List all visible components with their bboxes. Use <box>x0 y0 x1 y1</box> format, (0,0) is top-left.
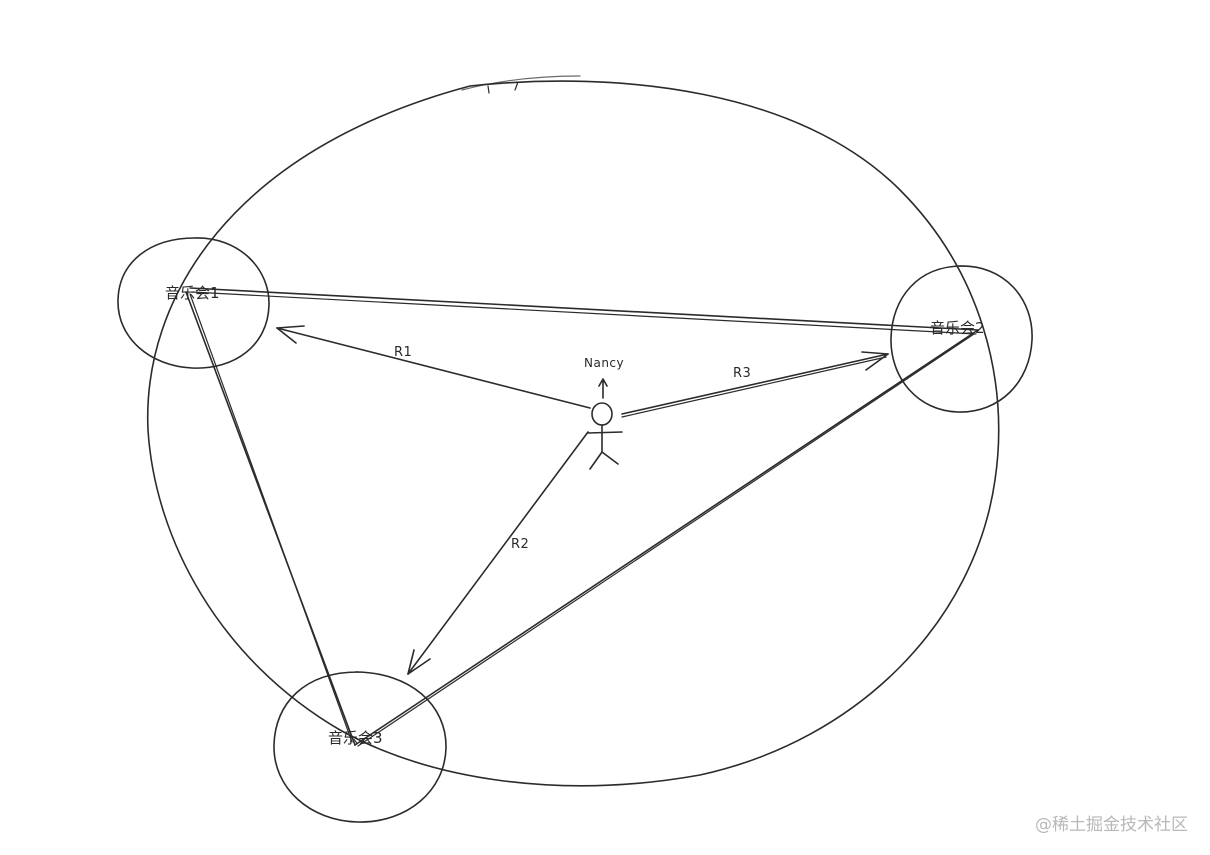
person-figure-icon <box>587 378 623 470</box>
edge-concert2-concert3 <box>354 329 979 746</box>
edge-concert1-concert3 <box>185 291 356 746</box>
radius-arrow-r2 <box>407 431 589 675</box>
venue-label-concert3: 音乐会3 <box>328 729 383 747</box>
name-pointer-arrow-icon <box>598 378 608 399</box>
triangle-edges <box>185 287 979 747</box>
person-name-label: Nancy <box>584 356 625 370</box>
venue-circle-concert1 <box>117 237 270 369</box>
edge-concert1-concert2 <box>189 287 979 331</box>
radius-label-r3: R3 <box>733 366 752 381</box>
radius-arrow-r3 <box>621 351 889 418</box>
arrowhead-icon <box>407 649 431 675</box>
arrowhead-icon <box>276 325 305 344</box>
radius-label-r1: R1 <box>394 345 413 360</box>
radius-label-r2: R2 <box>511 537 530 552</box>
arrowhead-icon <box>861 351 889 371</box>
watermark: @稀土掘金技术社区 <box>1035 815 1188 835</box>
venue-circle-concert3 <box>273 671 447 823</box>
circumcircle <box>146 75 1000 787</box>
venue-label-concert2: 音乐会2 <box>930 319 985 337</box>
venue-label-concert1: 音乐会1 <box>165 284 220 302</box>
radius-arrow-r1 <box>276 325 591 409</box>
venue-circle-concert2 <box>890 265 1033 413</box>
